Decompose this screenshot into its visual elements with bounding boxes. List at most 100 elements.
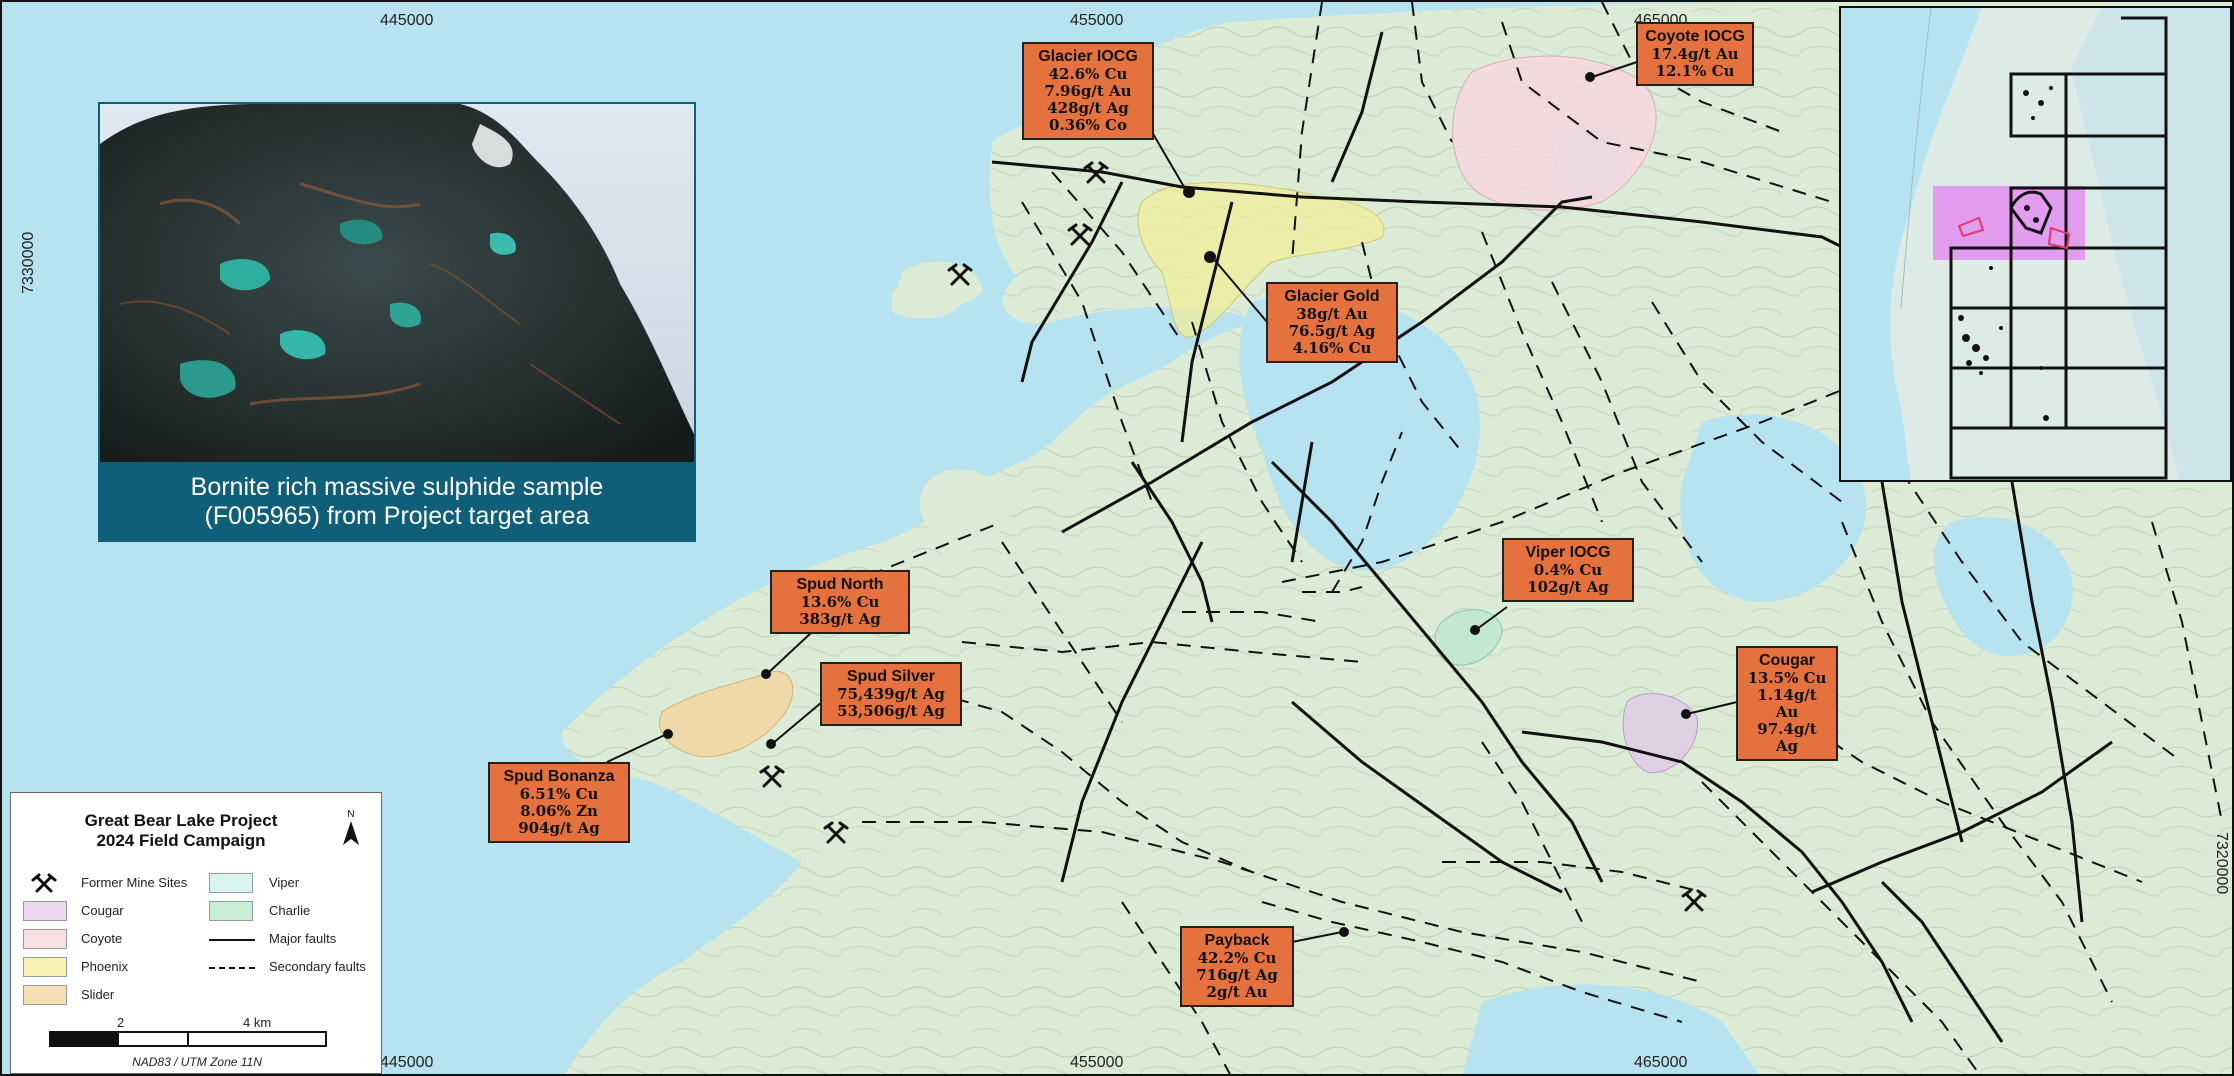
swatch-coyote xyxy=(23,929,67,949)
legend-label-cougar: Cougar xyxy=(81,903,124,918)
tag-line: 42.2% Cu xyxy=(1197,949,1277,967)
tag-title: Payback xyxy=(1204,932,1270,949)
scale-label-end: 4 km xyxy=(243,1015,272,1030)
tag-title: Glacier IOCG xyxy=(1038,48,1138,65)
north-label: N xyxy=(347,809,354,820)
tag-cougar[interactable]: Cougar 13.5% Cu 1.14g/t Au 97.4g/t Ag xyxy=(1736,646,1838,761)
major-faults xyxy=(991,31,2113,1043)
legend-label-major-faults: Major faults xyxy=(269,931,337,946)
tag-line: 716g/t Ag xyxy=(1196,966,1278,984)
tag-line: 904g/t Ag xyxy=(518,819,600,837)
legend-label-slider: Slider xyxy=(81,987,115,1002)
mine-site-icon xyxy=(759,765,785,788)
photo-caption-line-2: (F005965) from Project target area xyxy=(204,502,590,530)
photo-caption: Bornite rich massive sulphide sample (F0… xyxy=(100,464,694,540)
tag-title: Coyote IOCG xyxy=(1645,28,1745,45)
tag-line: 0.4% Cu xyxy=(1533,561,1603,579)
coyote-zone xyxy=(1452,55,1657,211)
tag-line: 428g/t Ag xyxy=(1047,99,1129,117)
tag-line: 1.14g/t Au xyxy=(1757,686,1817,721)
tag-viper-iocg[interactable]: Viper IOCG 0.4% Cu 102g/t Ag xyxy=(1502,538,1634,602)
pointer-heads xyxy=(663,72,1691,937)
tag-line: 7.96g/t Au xyxy=(1044,82,1132,100)
legend-label-coyote: Coyote xyxy=(81,931,123,946)
tag-line: 13.6% Cu xyxy=(800,593,880,611)
coord-left-7330000: 7330000 xyxy=(20,231,37,294)
coord-right-7320000: 7320000 xyxy=(2213,832,2230,895)
swatch-viper xyxy=(209,873,253,893)
legend-title-line-2: 2024 Field Campaign xyxy=(96,831,266,850)
mine-site-icon xyxy=(823,821,849,844)
legend-label-mines: Former Mine Sites xyxy=(81,875,188,890)
tag-line: 76.5g/t Ag xyxy=(1288,322,1376,340)
secondary-faults xyxy=(801,2,2223,1074)
swatch-phoenix xyxy=(23,957,67,977)
tag-line: 2g/t Au xyxy=(1206,983,1268,1001)
tag-line: 12.1% Cu xyxy=(1655,62,1735,80)
mine-icon xyxy=(31,873,59,893)
legend-label-phoenix: Phoenix xyxy=(81,959,128,974)
tag-title: Spud North xyxy=(796,576,884,593)
legend-title-line-1: Great Bear Lake Project xyxy=(84,811,278,830)
legend-label-viper: Viper xyxy=(269,875,300,890)
tag-spud-bonanza[interactable]: Spud Bonanza 6.51% Cu 8.06% Zn 904g/t Ag xyxy=(488,762,630,843)
tag-spud-north[interactable]: Spud North 13.6% Cu 383g/t Ag xyxy=(770,570,910,634)
mine-site-icon xyxy=(1067,223,1093,246)
coord-top-455000: 455000 xyxy=(1070,12,1124,29)
inset-location-map[interactable] xyxy=(1839,6,2232,482)
tag-spud-silver[interactable]: Spud Silver 75,439g/t Ag 53,506g/t Ag xyxy=(820,662,962,726)
tag-line: 8.06% Zn xyxy=(520,802,598,820)
sample-photo-panel: Bornite rich massive sulphide sample (F0… xyxy=(98,102,696,542)
tag-line: 53,506g/t Ag xyxy=(837,702,945,720)
mine-site-icon xyxy=(1083,161,1109,184)
tag-line: 75,439g/t Ag xyxy=(837,685,945,703)
legend-title: Great Bear Lake Project 2024 Field Campa… xyxy=(41,811,321,851)
tag-line: 38g/t Au xyxy=(1296,305,1368,323)
tag-line: 13.5% Cu xyxy=(1747,669,1827,687)
tag-title: Spud Silver xyxy=(846,668,936,685)
swatch-slider xyxy=(23,985,67,1005)
tag-title: Glacier Gold xyxy=(1284,288,1380,305)
tag-glacier-iocg[interactable]: Glacier IOCG 42.6% Cu 7.96g/t Au 428g/t … xyxy=(1022,42,1154,140)
swatch-charlie xyxy=(209,901,253,921)
tag-payback[interactable]: Payback 42.2% Cu 716g/t Ag 2g/t Au xyxy=(1180,926,1294,1007)
tag-line: 17.4g/t Au xyxy=(1651,45,1739,63)
tag-line: 42.6% Cu xyxy=(1048,65,1128,83)
mine-site-icons xyxy=(759,161,1707,912)
scale-bar xyxy=(49,1031,327,1047)
phoenix-zone xyxy=(1137,182,1385,338)
coord-bottom-455000: 455000 xyxy=(1070,1054,1124,1071)
target-pointers xyxy=(606,61,1738,943)
coord-bottom-445000: 445000 xyxy=(380,1054,434,1071)
tag-line: 6.51% Cu xyxy=(519,785,599,803)
legend-line-major xyxy=(209,939,255,941)
tag-title: Viper IOCG xyxy=(1525,544,1611,561)
tag-line: 0.36% Co xyxy=(1049,116,1127,134)
slider-zone xyxy=(658,670,794,758)
tag-title: Cougar xyxy=(1759,652,1815,669)
coord-top-445000: 445000 xyxy=(380,12,434,29)
map-legend: Great Bear Lake Project 2024 Field Campa… xyxy=(10,792,382,1074)
tag-line: 97.4g/t Ag xyxy=(1757,720,1817,755)
tag-line: 383g/t Ag xyxy=(799,610,881,628)
tag-title: Spud Bonanza xyxy=(503,768,615,785)
mine-site-icon xyxy=(1681,889,1707,912)
photo-caption-line-1: Bornite rich massive sulphide sample xyxy=(190,473,604,501)
north-arrow-icon: N xyxy=(337,807,365,851)
mine-site-icon xyxy=(947,263,973,286)
tag-coyote-iocg[interactable]: Coyote IOCG 17.4g/t Au 12.1% Cu xyxy=(1636,22,1754,86)
map-datum: NAD83 / UTM Zone 11N xyxy=(132,1055,262,1069)
legend-label-charlie: Charlie xyxy=(269,903,311,918)
legend-label-secondary-faults: Secondary faults xyxy=(269,959,366,974)
tag-line: 4.16% Cu xyxy=(1292,339,1372,357)
tag-line: 102g/t Ag xyxy=(1527,578,1609,596)
bornite-sample-photo xyxy=(100,104,694,462)
target-zones xyxy=(658,55,1698,773)
scale-label-mid: 2 xyxy=(117,1015,125,1030)
swatch-cougar xyxy=(23,901,67,921)
coord-bottom-465000: 465000 xyxy=(1634,1054,1688,1071)
tag-glacier-gold[interactable]: Glacier Gold 38g/t Au 76.5g/t Ag 4.16% C… xyxy=(1266,282,1398,363)
legend-line-secondary xyxy=(209,967,255,969)
